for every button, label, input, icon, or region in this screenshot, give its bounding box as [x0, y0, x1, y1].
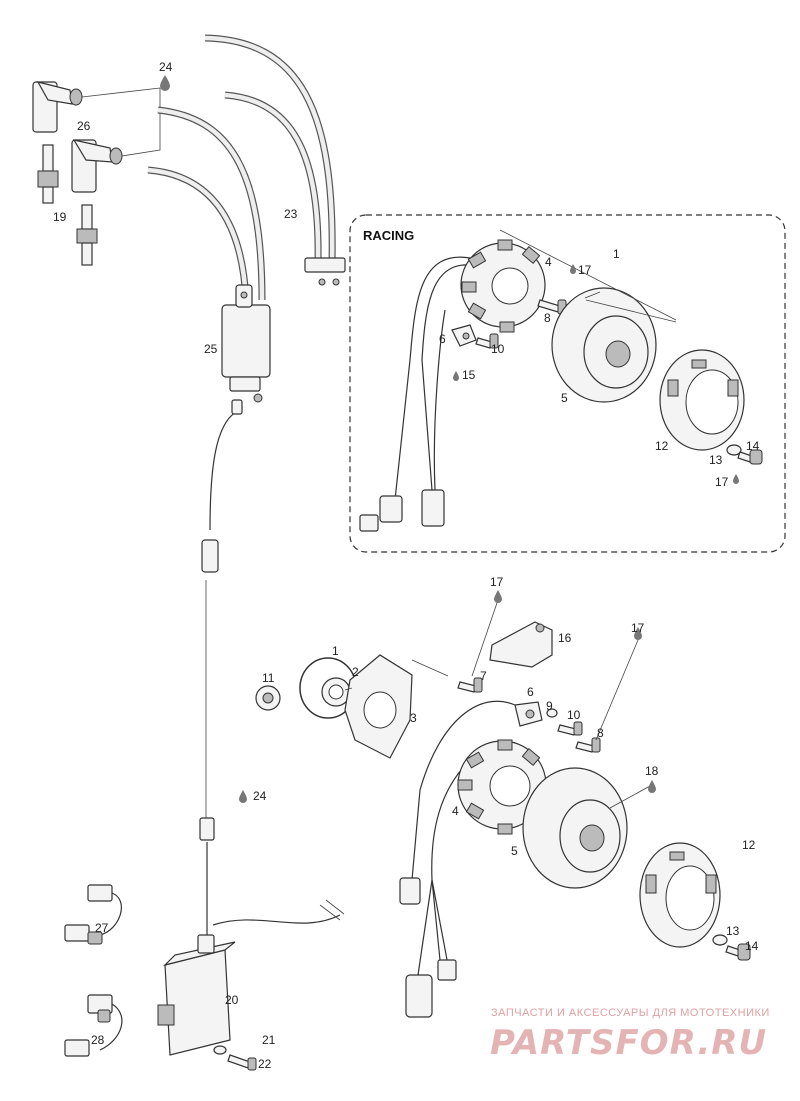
callout-12-racing: 12	[655, 439, 669, 453]
callout-27: 27	[95, 921, 109, 935]
washer-21	[213, 1045, 227, 1055]
pickup-6	[514, 701, 543, 727]
leader-lines	[344, 599, 639, 741]
callout-11: 11	[262, 671, 275, 685]
callout-12: 12	[742, 838, 756, 852]
callout-5: 5	[511, 844, 518, 858]
watermark-tagline: ЗАПЧАСТИ И АКСЕССУАРЫ ДЛЯ МОТОТЕХНИКИ	[491, 1007, 770, 1019]
pickup-cover-16	[489, 621, 553, 668]
washer-13	[712, 934, 728, 946]
callout-21: 21	[262, 1033, 276, 1047]
callout-7: 7	[480, 669, 487, 683]
racing-bolt-14	[737, 449, 763, 465]
screw-8	[575, 737, 601, 753]
racing-pickup-6	[451, 324, 477, 347]
spark-plug-cap-26	[32, 81, 123, 193]
callout-16: 16	[558, 631, 572, 645]
stator-wiring-harness	[399, 659, 516, 1018]
racing-wiring-harness	[359, 256, 471, 532]
callout-13-racing: 13	[709, 453, 723, 467]
callout-24-top: 24	[159, 60, 173, 74]
callout-10-racing: 10	[491, 342, 505, 356]
racing-stator-4	[460, 239, 546, 333]
callout-17-screw8: 17	[631, 621, 645, 635]
racing-rotor-12	[659, 349, 745, 451]
screw-7	[457, 677, 483, 693]
bolt-14	[725, 943, 751, 961]
watermark-brand: PARTSFOR.RU	[490, 1023, 767, 1063]
stator-4	[457, 739, 547, 835]
cdi-unit-20	[157, 934, 236, 1056]
callout-5-racing: 5	[561, 391, 568, 405]
callout-17-racing-bottom: 17	[715, 475, 729, 489]
drop-markers	[160, 75, 739, 803]
callout-10: 10	[567, 708, 581, 722]
spark-plug-19	[37, 144, 98, 266]
racing-kit-frame	[349, 214, 786, 553]
callout-19: 19	[53, 210, 67, 224]
callout-22: 22	[258, 1057, 272, 1071]
callout-24-bottom: 24	[253, 789, 267, 803]
callout-25: 25	[204, 342, 218, 356]
bushing-11	[255, 685, 281, 711]
racing-flywheel-5	[551, 287, 657, 403]
connector-27	[64, 884, 122, 945]
callout-28: 28	[91, 1033, 105, 1047]
callout-2: 2	[352, 665, 359, 679]
callout-17-screw7: 17	[490, 575, 504, 589]
racing-label: RACING	[363, 228, 414, 243]
callout-3: 3	[410, 711, 417, 725]
callout-23: 23	[284, 207, 298, 221]
coil-to-cdi-wiring	[199, 399, 345, 935]
callout-9: 9	[546, 699, 553, 713]
ignition-coil-25	[221, 284, 271, 403]
callout-18: 18	[645, 764, 659, 778]
callout-26: 26	[77, 119, 91, 133]
flywheel-5	[522, 767, 651, 889]
callout-4-racing: 4	[545, 255, 552, 269]
connector-28	[64, 994, 123, 1057]
stator-housing-3	[344, 654, 413, 759]
callout-4: 4	[452, 804, 459, 818]
callout-15: 15	[462, 368, 476, 382]
racing-washer-13	[726, 444, 742, 456]
ht-leads-23	[147, 34, 346, 301]
callout-1: 1	[332, 644, 339, 658]
callout-6: 6	[527, 685, 534, 699]
callout-17-racing-top: 17	[578, 263, 592, 277]
callout-14-racing: 14	[746, 439, 760, 453]
callout-8-racing: 8	[544, 311, 551, 325]
callout-20: 20	[225, 993, 239, 1007]
callout-6-racing: 6	[439, 332, 446, 346]
callout-labels: 24 26 19 23 25 1 4 17 8 6 10 15 5 12 14 …	[53, 60, 760, 1071]
callout-8: 8	[597, 726, 604, 740]
washer-9	[546, 708, 558, 718]
rotor-12	[639, 842, 721, 948]
racing-screw-10	[475, 333, 499, 349]
watermark: ЗАПЧАСТИ И АКСЕССУАРЫ ДЛЯ МОТОТЕХНИКИ PA…	[490, 1007, 770, 1063]
bolt-22	[227, 1054, 257, 1071]
callout-14: 14	[745, 939, 759, 953]
callout-13: 13	[726, 924, 740, 938]
screw-10	[557, 721, 583, 736]
callout-1-racing: 1	[613, 247, 620, 261]
